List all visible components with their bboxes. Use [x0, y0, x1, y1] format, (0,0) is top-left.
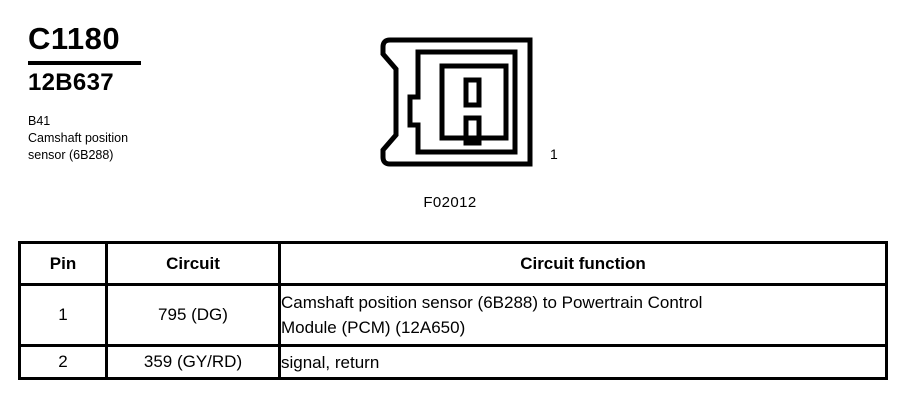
terminal-slot-1 [463, 77, 482, 108]
connector-outer-shell [380, 37, 533, 167]
connector-body-rectangle [407, 49, 518, 155]
connector-illustration: 1 F02012 [370, 28, 590, 223]
function-line-2: Module (PCM) (12A650) [281, 318, 466, 337]
location-code: B41 [28, 114, 51, 128]
figure-reference-code: F02012 [423, 194, 477, 211]
table-header-row: Pin Circuit Circuit function [18, 241, 888, 286]
connector-header: C1180 12B637 B41 Camshaft position senso… [28, 22, 238, 164]
cell-circuit-2: 359 (GY/RD) [105, 344, 281, 380]
connector-drawing [380, 37, 533, 167]
terminal-slot-2 [463, 115, 482, 146]
connector-terminal-cavity [439, 63, 509, 141]
column-header-circuit: Circuit [105, 241, 281, 286]
column-header-circuit-function: Circuit function [278, 241, 888, 286]
cell-pin-2: 2 [18, 344, 108, 380]
cell-function-1: Camshaft position sensor (6B288) to Powe… [278, 283, 888, 347]
column-header-pin: Pin [18, 241, 108, 286]
function-line-1: signal, return [281, 352, 380, 372]
pin-1-callout-label: 1 [550, 146, 558, 162]
cell-function-2: signal, return [278, 344, 888, 380]
connector-description: B41 Camshaft position sensor (6B288) [28, 113, 238, 164]
pin-assignment-table: Pin Circuit Circuit function 1 795 (DG) … [18, 241, 888, 380]
part-number: 12B637 [28, 69, 114, 96]
function-line-1: Camshaft position sensor (6B288) to Powe… [281, 293, 703, 312]
description-line-1: Camshaft position [28, 131, 129, 145]
table-row: 1 795 (DG) Camshaft position sensor (6B2… [18, 283, 888, 347]
cell-circuit-1: 795 (DG) [105, 283, 281, 347]
table-row: 2 359 (GY/RD) signal, return [18, 344, 888, 380]
header-divider-rule [28, 61, 141, 65]
connector-id: C1180 [28, 21, 121, 56]
cell-pin-1: 1 [18, 283, 108, 347]
description-line-2: sensor (6B288) [28, 148, 114, 162]
